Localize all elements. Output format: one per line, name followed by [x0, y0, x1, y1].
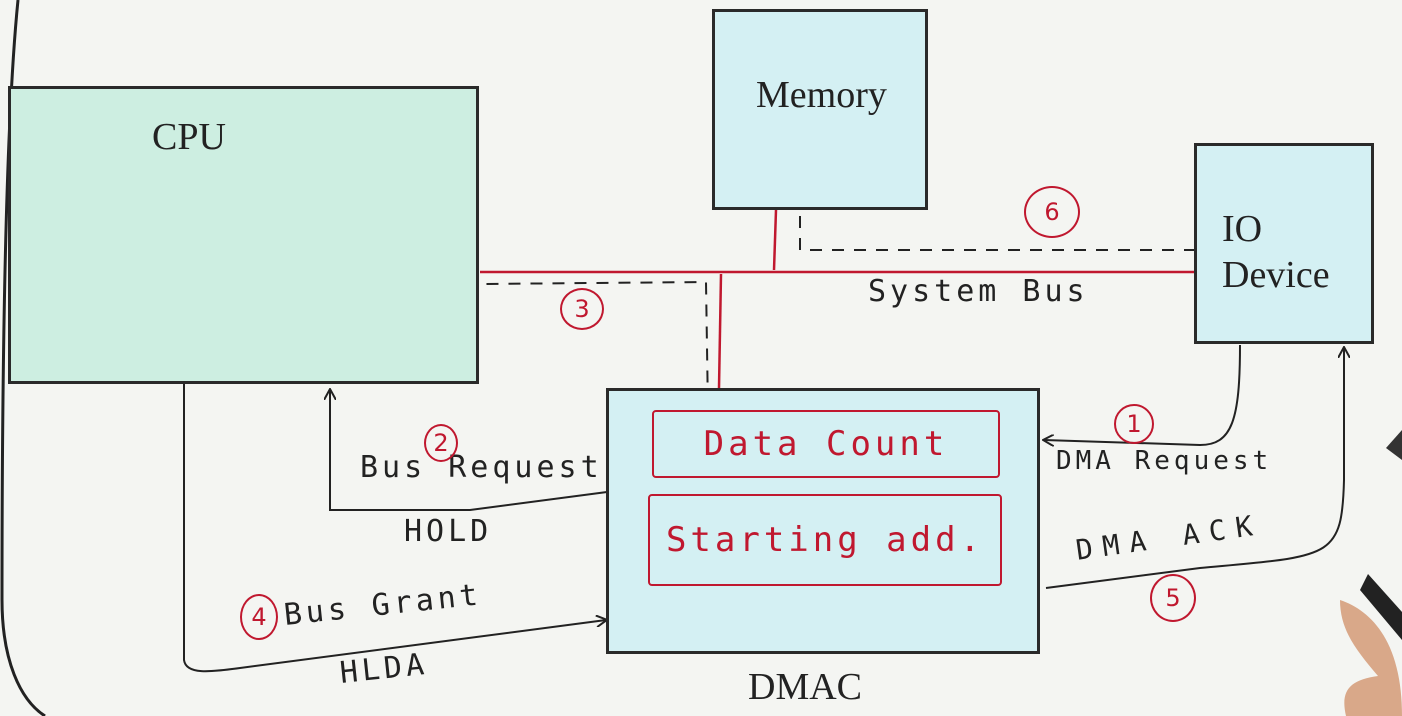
- bus-grant-arrow: [183, 384, 606, 673]
- hand-shape: [1340, 600, 1402, 716]
- memory-block: [712, 9, 928, 210]
- cpu-label: CPU: [152, 116, 226, 158]
- dma-ack-arrow: [1045, 348, 1344, 589]
- starting-address-register: Starting add.: [648, 494, 1002, 586]
- step-2-marker: 2: [424, 424, 458, 462]
- io-device-label-line1: IO: [1222, 208, 1263, 250]
- cpu-block: [8, 86, 479, 384]
- bus-request-arrow: [330, 390, 608, 511]
- dmac-block: [606, 388, 1040, 654]
- starting-address-label: Starting add.: [665, 520, 985, 560]
- pen-shape: [1360, 574, 1402, 640]
- hold-label: HOLD: [404, 514, 493, 549]
- bus-request-label: Bus Request: [360, 450, 603, 485]
- memory-label: Memory: [756, 74, 887, 116]
- dma-request-arrow: [1044, 344, 1241, 445]
- dma-request-label: DMA Request: [1056, 446, 1273, 476]
- dmac-label: DMAC: [748, 666, 863, 708]
- step-3-marker: 3: [560, 288, 604, 330]
- pen-tip-top: [1386, 430, 1402, 460]
- step-4-marker: 4: [240, 594, 278, 640]
- io-device-block: [1194, 143, 1374, 344]
- step-1-marker: 1: [1114, 404, 1154, 444]
- memory-bus-tap: [772, 209, 778, 271]
- data-count-register: Data Count: [652, 410, 1000, 478]
- data-count-label: Data Count: [703, 424, 949, 464]
- dmac-bus-tap: [717, 273, 723, 389]
- step-5-marker: 5: [1150, 574, 1196, 622]
- step-6-marker: 6: [1024, 186, 1080, 238]
- io-device-label-line2: Device: [1222, 254, 1330, 296]
- system-bus-label: System Bus: [868, 274, 1089, 309]
